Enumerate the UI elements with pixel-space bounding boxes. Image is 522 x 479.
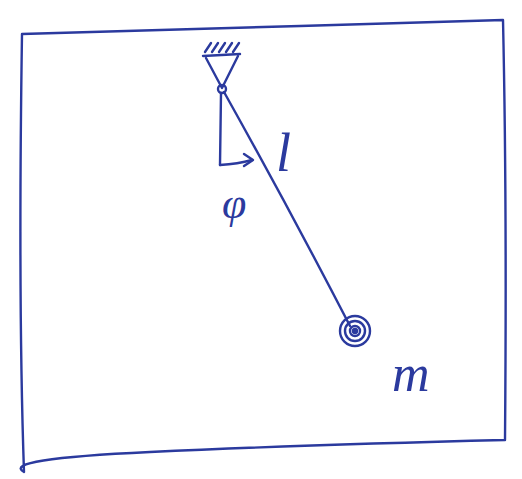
mass-bob [345,321,365,341]
mass-label: m [392,348,430,400]
support-line [203,54,240,56]
length-label: l [276,126,291,180]
frame [20,20,505,472]
support-hatching [205,43,239,52]
mass-bob [340,316,370,346]
pivot-triangle [206,56,238,88]
vertical-reference [220,93,221,165]
angle-label: φ [222,182,246,226]
mass-bob [353,329,357,333]
angle-arrowhead [244,154,253,166]
mass-bob [350,326,360,336]
